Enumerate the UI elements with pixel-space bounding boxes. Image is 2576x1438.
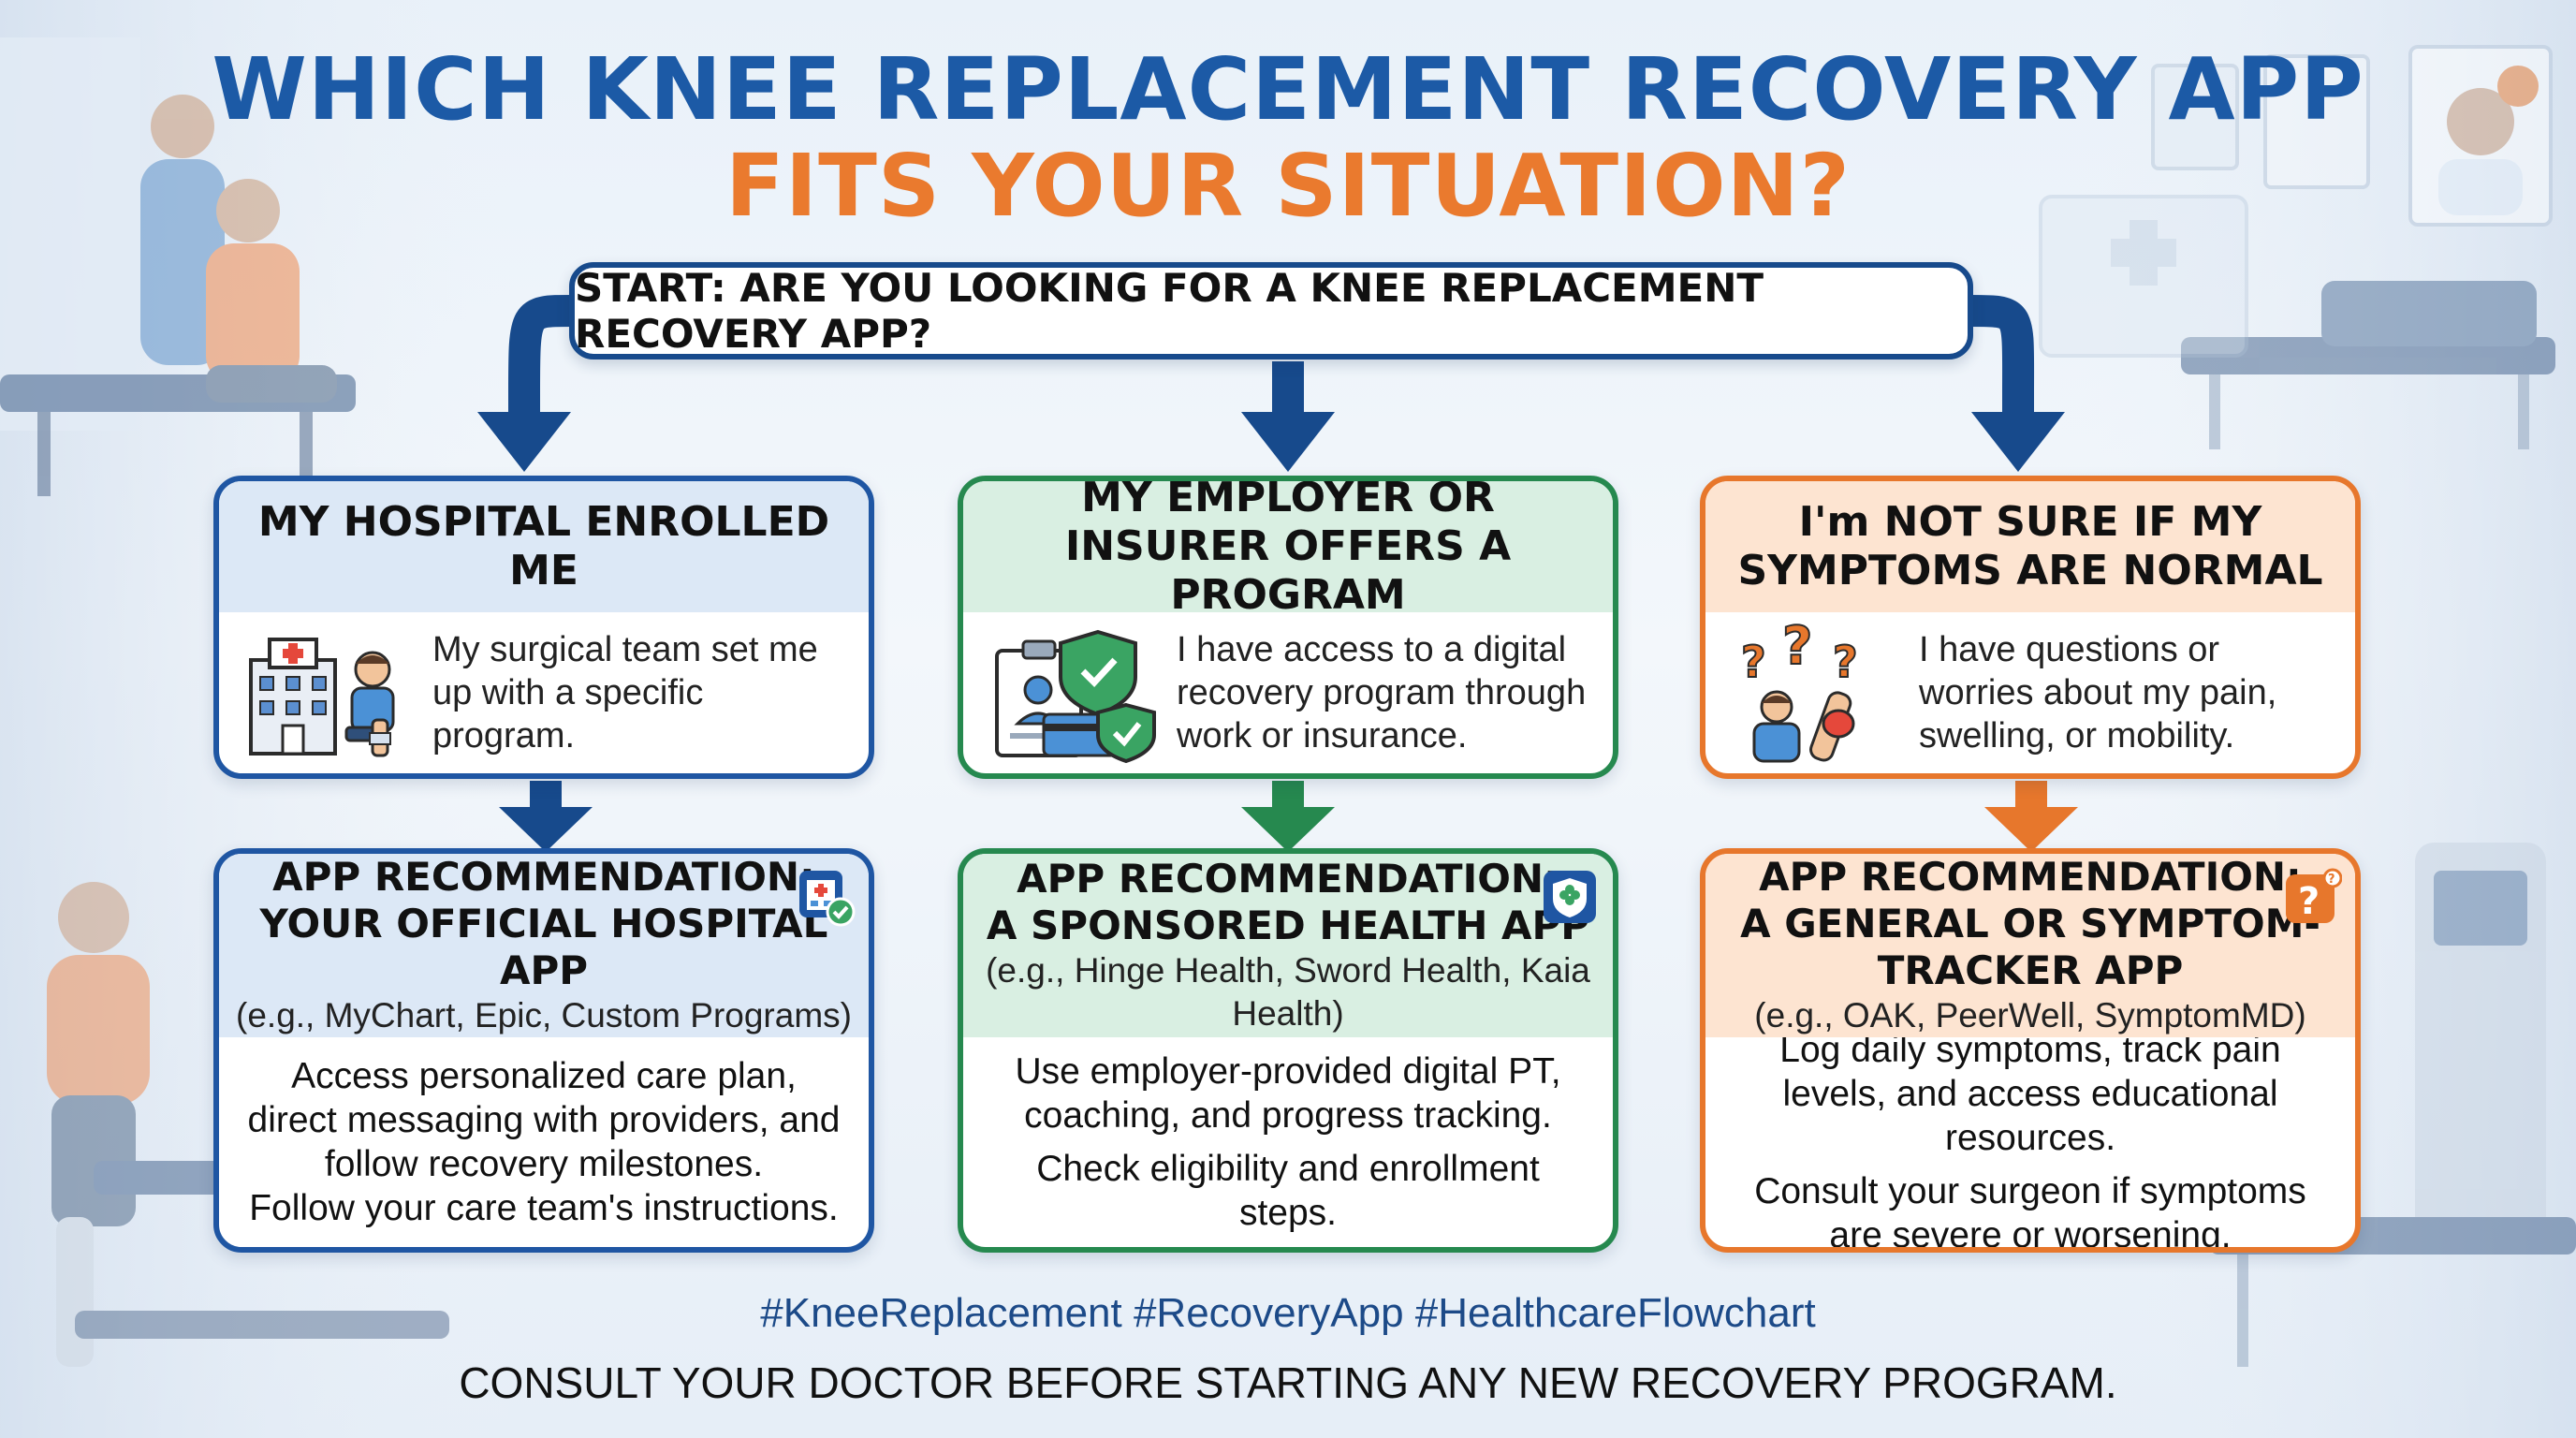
branch-hospital-card: MY HOSPITAL ENROLLED ME My surgical team… [213, 476, 874, 779]
recommendation-sponsored-label: APP RECOMMENDATION: [1017, 856, 1559, 902]
hashtags: #KneeReplacement #RecoveryApp #Healthcar… [760, 1290, 1816, 1336]
hospital-app-check-icon [799, 871, 856, 927]
recommendation-sponsored-detail-1: Use employer-provided digital PT, coachi… [1015, 1051, 1561, 1136]
insurance-shield-icon [995, 629, 1156, 763]
recommendation-sponsored-card: APP RECOMMENDATION: A SPONSORED HEALTH A… [958, 848, 1618, 1253]
svg-text:?: ? [1833, 637, 1858, 687]
recommendation-tracker-detail-2: Consult your surgeon if symptoms are sev… [1754, 1170, 2306, 1253]
recommendation-hospital-title: YOUR OFFICIAL HOSPITAL APP [259, 901, 828, 993]
disclaimer: CONSULT YOUR DOCTOR BEFORE STARTING ANY … [459, 1358, 2117, 1407]
branch-symptoms-card: I'm NOT SURE IF MY SYMPTOMS ARE NORMAL ?… [1700, 476, 2361, 779]
branch-symptoms-title: I'm NOT SURE IF MY SYMPTOMS ARE NORMAL [1705, 481, 2355, 612]
recommendation-hospital-detail-2: Follow your care team's instructions. [249, 1188, 839, 1228]
title-line-2: FITS YOUR SITUATION? [725, 136, 1851, 236]
recommendation-hospital-card: APP RECOMMENDATION: YOUR OFFICIAL HOSPIT… [213, 848, 874, 1253]
recommendation-tracker-title: A GENERAL OR SYMPTOM-TRACKER APP [1740, 901, 2320, 993]
recommendation-tracker-label: APP RECOMMENDATION: [1759, 854, 2302, 900]
svg-text:?: ? [2298, 880, 2320, 923]
recommendation-hospital-examples: (e.g., MyChart, Epic, Custom Programs) [236, 996, 852, 1034]
recommendation-tracker-card: ? ? APP RECOMMENDATION: A GENERAL OR SYM… [1700, 848, 2361, 1253]
branch-employer-card: MY EMPLOYER OR INSURER OFFERS A PROGRAM … [958, 476, 1618, 779]
question-marks-icon: ? ? ? [1740, 623, 1859, 763]
recommendation-tracker-detail-1: Log daily symptoms, track pain levels, a… [1779, 1029, 2281, 1158]
svg-text:?: ? [1782, 623, 1812, 677]
branch-hospital-title: MY HOSPITAL ENROLLED ME [219, 481, 869, 612]
title-line-1: WHICH KNEE REPLACEMENT RECOVERY APP [212, 39, 2364, 139]
svg-text:?: ? [2328, 873, 2335, 887]
branch-hospital-description: My surgical team set me up with a specif… [432, 630, 818, 756]
question-badge-icon: ? ? [2286, 868, 2342, 923]
recommendation-sponsored-detail-2: Check eligibility and enrollment steps. [1036, 1149, 1540, 1233]
recommendation-tracker-examples: (e.g., OAK, PeerWell, SymptomMD) [1754, 996, 2306, 1034]
hospital-patient-icon [249, 638, 395, 757]
recommendation-sponsored-examples: (e.g., Hinge Health, Sword Health, Kaia … [986, 951, 1590, 1033]
shield-cross-icon [1544, 871, 1596, 923]
branch-symptoms-description: I have questions or worries about my pai… [1919, 630, 2277, 756]
recommendation-sponsored-title: A SPONSORED HEALTH APP [986, 902, 1590, 948]
svg-text:?: ? [1741, 637, 1766, 687]
branch-employer-title: MY EMPLOYER OR INSURER OFFERS A PROGRAM [963, 481, 1613, 619]
recommendation-hospital-detail-1: Access personalized care plan, direct me… [247, 1056, 841, 1184]
recommendation-hospital-label: APP RECOMMENDATION: [272, 854, 815, 900]
branch-employer-description: I have access to a digital recovery prog… [1177, 630, 1587, 756]
start-question-box: START: ARE YOU LOOKING FOR A KNEE REPLAC… [569, 262, 1973, 360]
